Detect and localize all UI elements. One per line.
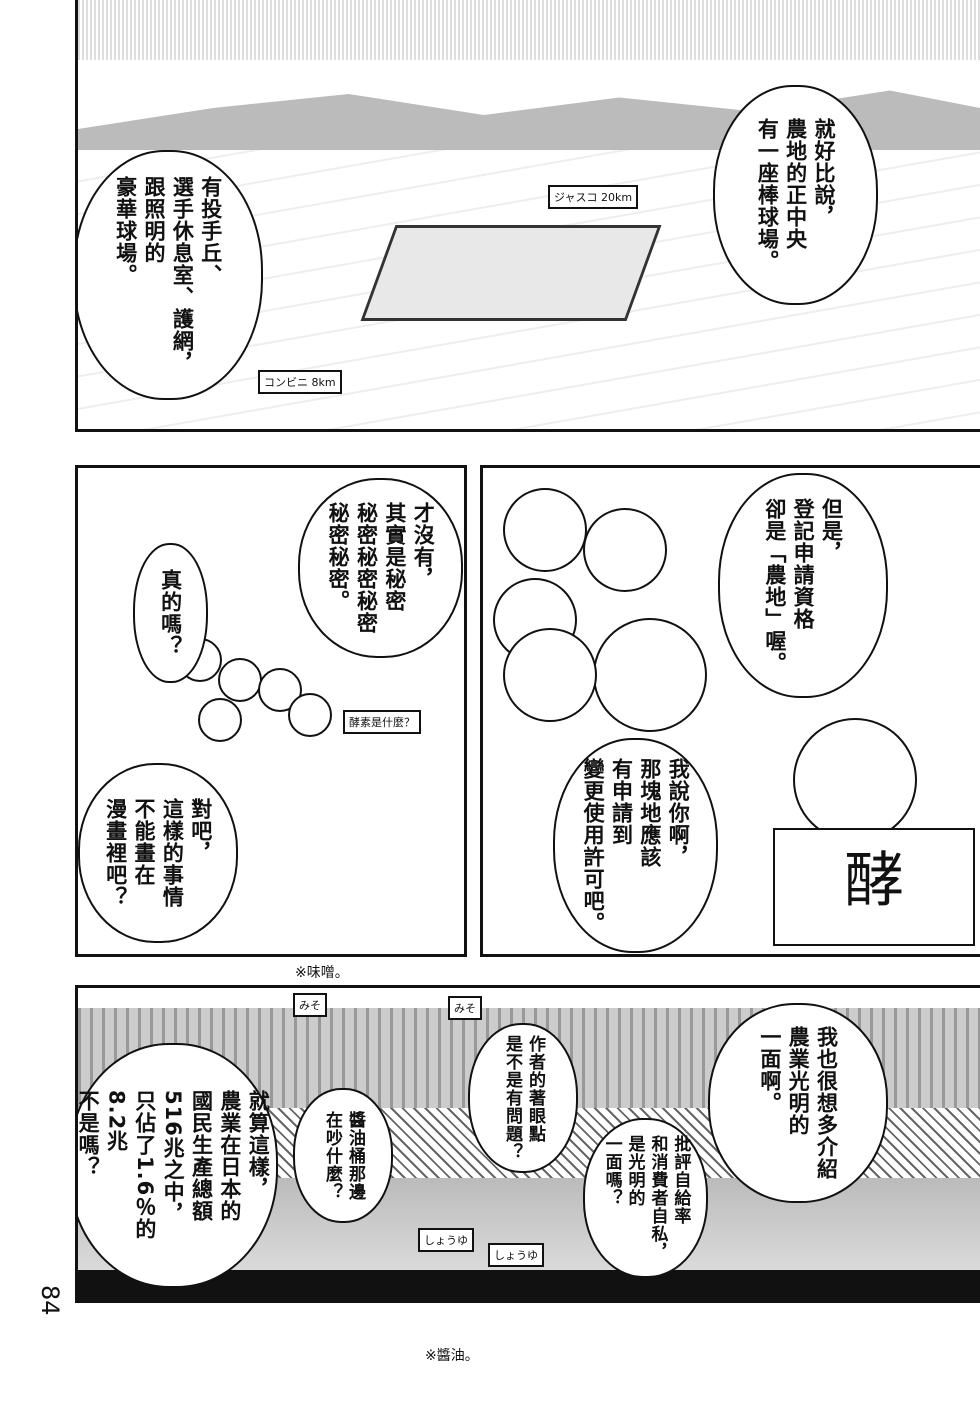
speech-bubble: 我也很想多介紹農業光明的一面啊。 xyxy=(708,1003,888,1203)
bubble-text: 真的嗎？ xyxy=(158,569,183,657)
speech-bubble: 有投手丘、選手休息室、護網，跟照明的豪華球場。 xyxy=(78,150,263,400)
bubble-text: 但是，登記申請資格卻是「農地」喔。 xyxy=(762,497,844,674)
speech-bubble: 作者的著眼點是不是有問題？ xyxy=(468,1023,578,1173)
bubble-text: 就好比說，農地的正中央有一座棒球場。 xyxy=(755,118,837,272)
flag-miso: みそ xyxy=(448,996,482,1020)
sky xyxy=(78,0,980,60)
footnote-shoyu: ※醬油。 xyxy=(425,1348,479,1364)
sign-konbini: コンビニ 8km xyxy=(258,370,342,394)
speech-bubble: 對吧，這樣的事情不能畫在漫畫裡吧？ xyxy=(78,763,238,943)
speech-bubble: 醬油桶那邊在吵什麼？ xyxy=(293,1088,393,1223)
speech-bubble: 就好比說，農地的正中央有一座棒球場。 xyxy=(713,85,878,305)
character xyxy=(503,628,597,722)
baseball-stadium xyxy=(360,225,662,321)
character xyxy=(583,508,667,592)
flag-miso: みそ xyxy=(293,993,327,1017)
speech-bubble: 才沒有，其實是秘密秘密秘密秘密秘密秘密。 xyxy=(298,478,463,658)
page-number: 84 xyxy=(36,1285,64,1316)
character xyxy=(288,693,332,737)
ground xyxy=(78,1270,980,1300)
bubble-text: 有投手丘、選手休息室、護網，跟照明的豪華球場。 xyxy=(113,176,223,374)
flag-shoyu: しょうゆ xyxy=(418,1228,474,1252)
panel-barrels: 我也很想多介紹農業光明的一面啊。 作者的著眼點是不是有問題？ 批評自給率和消費者… xyxy=(75,985,980,1303)
speech-bubble: 但是，登記申請資格卻是「農地」喔。 xyxy=(718,473,888,698)
sign-ferment: 酵 xyxy=(773,828,975,946)
panel-baseball-field: ジャスコ 20km コンビニ 8km 就好比說，農地的正中央有一座棒球場。 有投… xyxy=(75,0,980,432)
character xyxy=(218,658,262,702)
speech-bubble: 批評自給率和消費者自私，是光明的一面嗎？ xyxy=(583,1118,708,1278)
character xyxy=(793,718,917,842)
speech-bubble: 真的嗎？ xyxy=(133,543,208,683)
sign-enzyme: 酵素是什麼？ xyxy=(343,710,421,734)
bubble-text: 我說你啊，那塊地應該有申請到變更使用許可吧。 xyxy=(581,757,691,934)
bubble-text: 對吧，這樣的事情不能畫在漫畫裡吧？ xyxy=(103,798,213,908)
character xyxy=(593,618,707,732)
panel-secret: 酵素是什麼？ 才沒有，其實是秘密秘密秘密秘密秘密秘密。 真的嗎？ 對吧，這樣的事… xyxy=(75,465,467,957)
character xyxy=(198,698,242,742)
speech-bubble: 我說你啊，那塊地應該有申請到變更使用許可吧。 xyxy=(553,738,718,953)
footnote-miso: ※味噌。 xyxy=(295,965,349,981)
bubble-text: 我也很想多介紹農業光明的一面啊。 xyxy=(757,1026,839,1180)
sign-jusco: ジャスコ 20km xyxy=(548,185,639,209)
character xyxy=(503,488,587,572)
bubble-text: 醬油桶那邊在吵什麼？ xyxy=(322,1110,365,1201)
panel-registration: 酵 但是，登記申請資格卻是「農地」喔。 我說你啊，那塊地應該有申請到變更使用許可… xyxy=(480,465,980,957)
bubble-text: 才沒有，其實是秘密秘密秘密秘密秘密秘密。 xyxy=(326,502,436,634)
bubble-text: 批評自給率和消費者自私，是光明的一面嗎？ xyxy=(601,1135,691,1261)
bubble-text: 作者的著眼點是不是有問題？ xyxy=(502,1035,545,1161)
flag-shoyu: しょうゆ xyxy=(488,1243,544,1267)
